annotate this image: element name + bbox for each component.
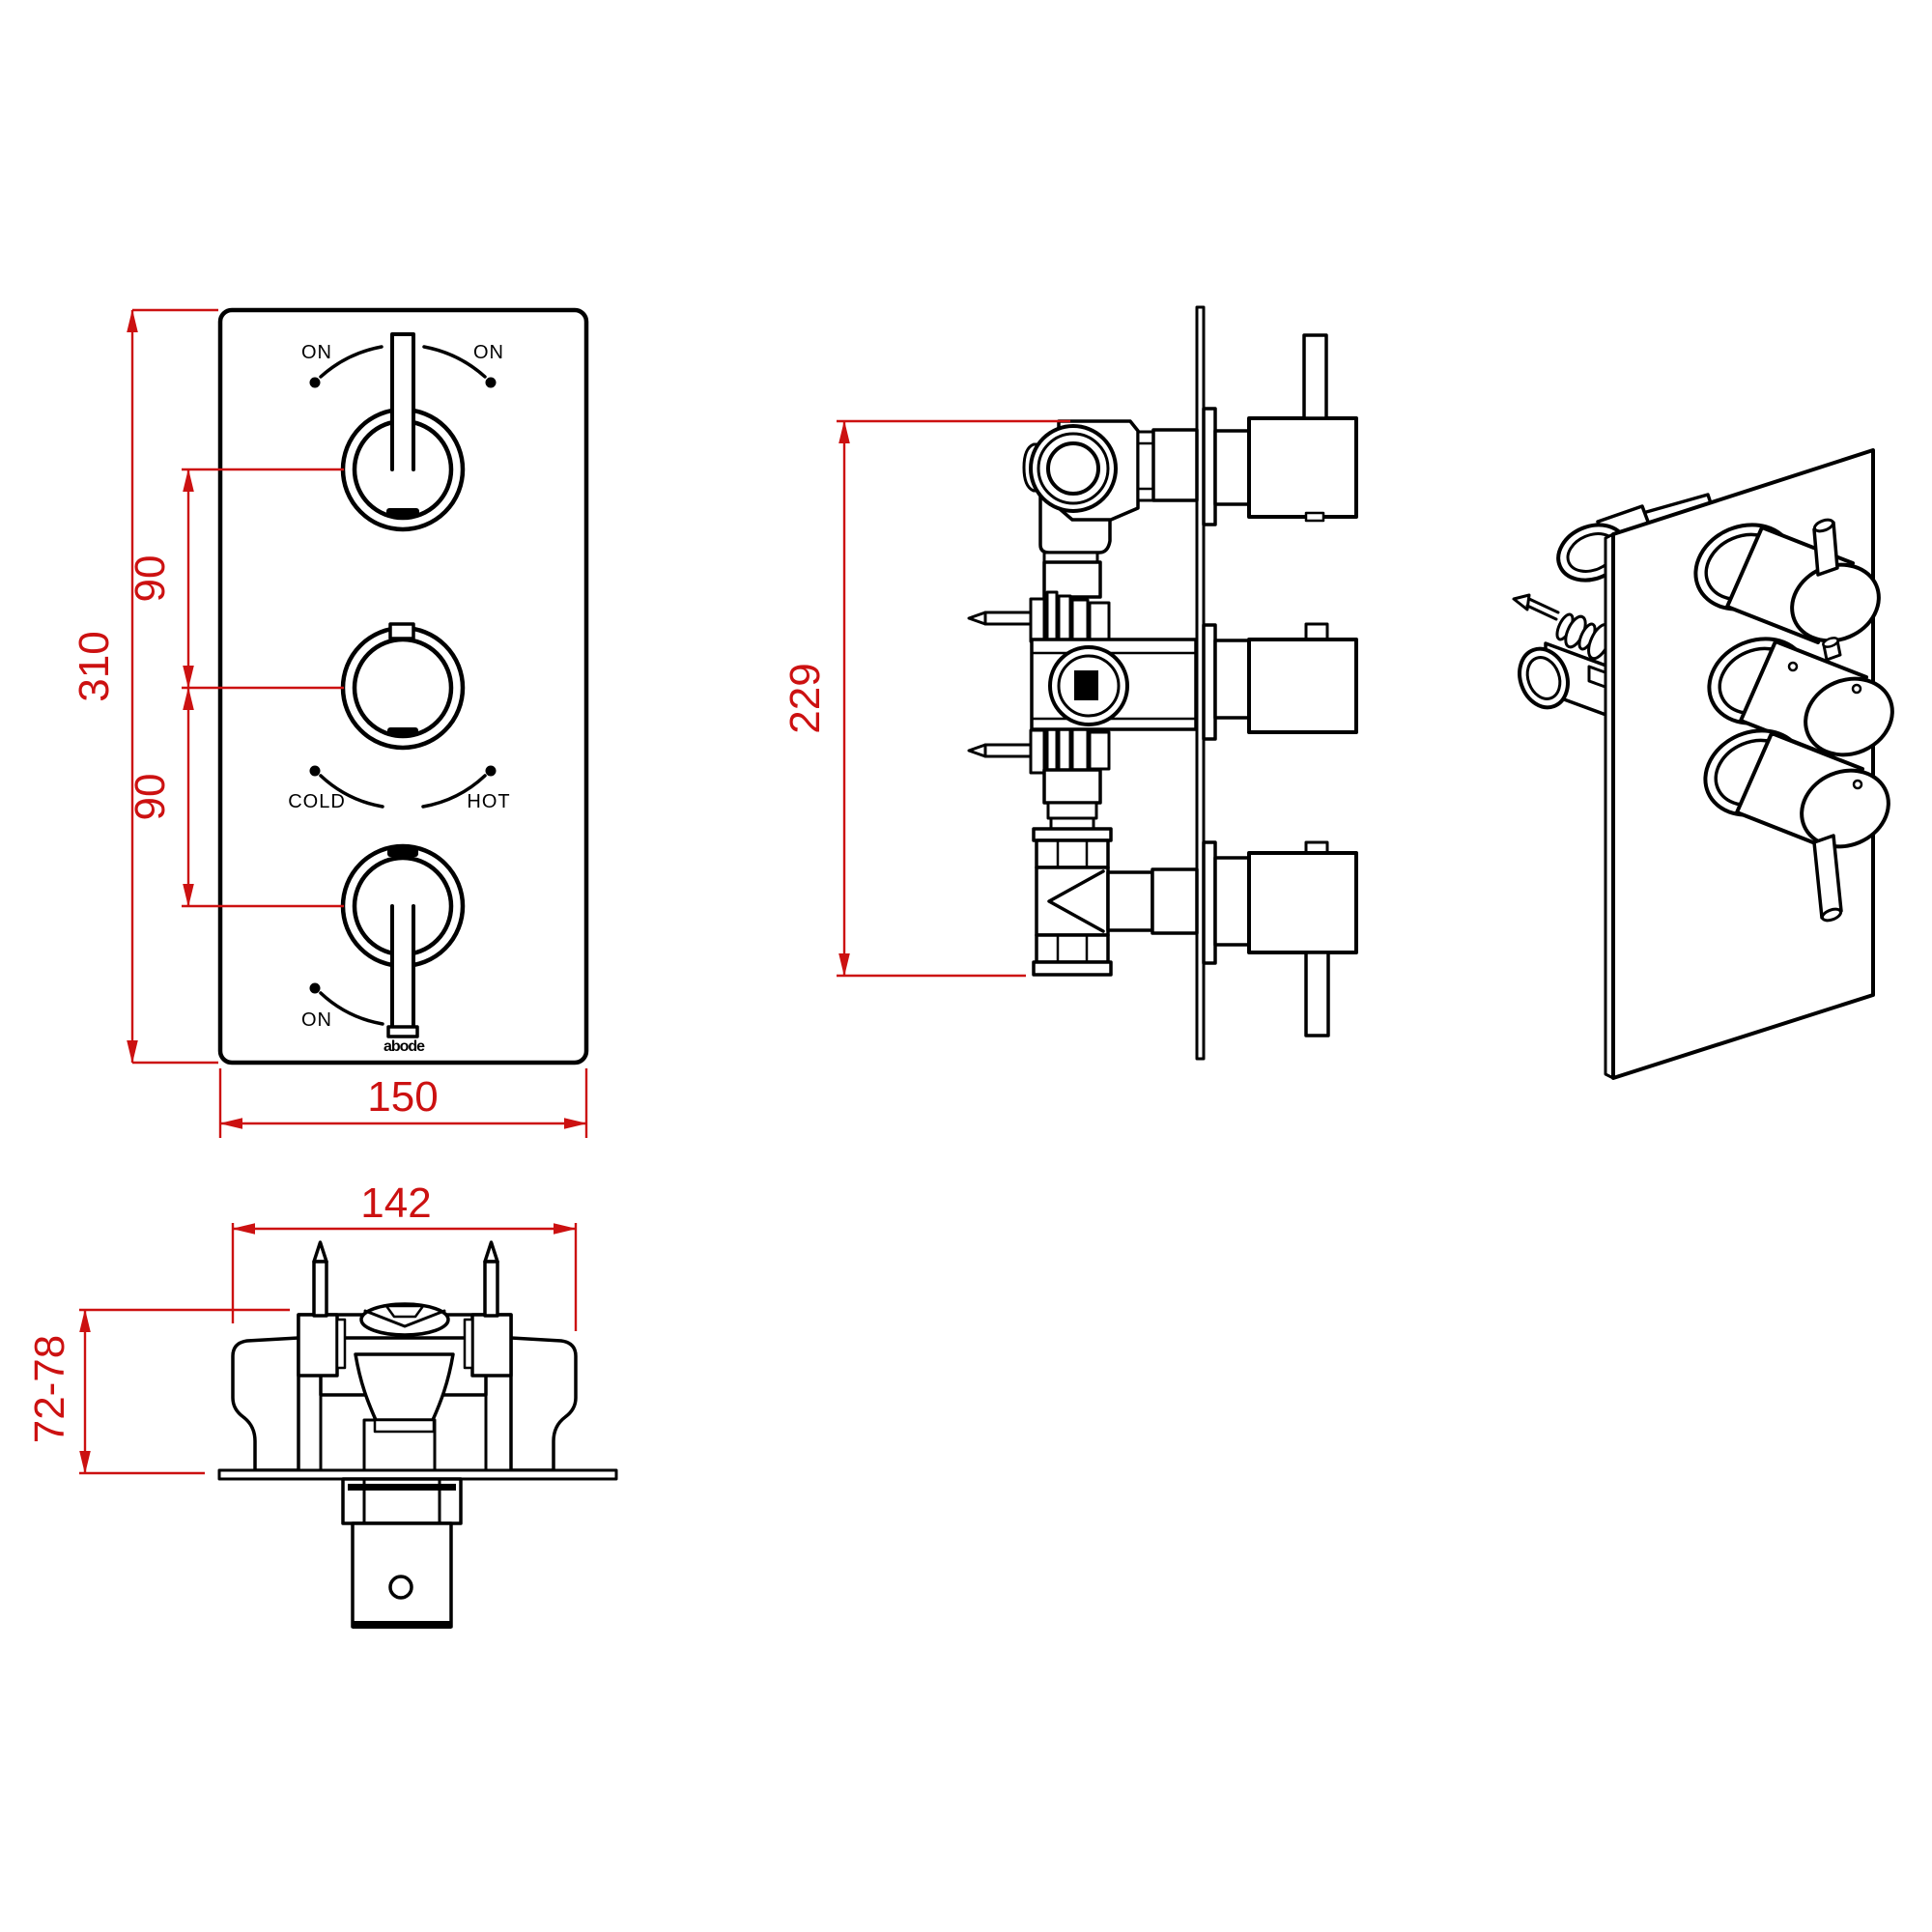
side-bottom-handle <box>1202 840 1358 1037</box>
bottom-on-arc <box>319 991 384 1026</box>
dim-72-78-label: 72-78 <box>26 1335 73 1444</box>
side-middle-handle <box>1202 622 1358 741</box>
middle-knob <box>340 622 466 751</box>
side-top-handle <box>1202 333 1358 526</box>
top-knob <box>340 332 466 532</box>
side-view: 229 <box>781 305 1358 1061</box>
top-knob-handle <box>390 332 415 471</box>
side-top-valve <box>1022 419 1199 599</box>
dim-142-label: 142 <box>360 1179 431 1227</box>
top-right-arc <box>422 345 487 379</box>
label-on-top-left: ON <box>301 342 332 363</box>
label-cold: COLD <box>288 791 346 812</box>
plan-view: 142 72-78 <box>26 1179 618 1629</box>
side-lower-pipework <box>1032 768 1199 977</box>
side-middle-valve <box>1030 638 1198 731</box>
plan-outlet-hole <box>388 1575 413 1600</box>
side-dimensions: 229 <box>781 419 1070 978</box>
front-view: ON ON COLD HOT abode ON <box>71 307 589 1138</box>
label-on-bottom: ON <box>301 1009 332 1031</box>
plan-left-pin <box>312 1240 328 1318</box>
perspective-view <box>1512 448 1894 1080</box>
label-hot: HOT <box>467 791 510 812</box>
dim-90-lower-label: 90 <box>127 774 174 821</box>
label-on-top-right: ON <box>473 342 504 363</box>
dim-90-upper-label: 90 <box>127 555 174 603</box>
top-left-stop-dot <box>309 377 321 388</box>
persp-screw-tip <box>1512 593 1531 611</box>
front-dimensions: 310 90 90 150 <box>71 308 588 1138</box>
bottom-knob: abode <box>340 843 466 1055</box>
bottom-handle-foot <box>386 1025 419 1038</box>
hot-arc <box>421 774 487 809</box>
hot-dot <box>485 765 497 777</box>
persp-bottom-knob <box>1703 728 1890 923</box>
top-left-arc <box>319 345 384 379</box>
plan-right-wing <box>509 1336 578 1472</box>
plan-dimensions: 142 72-78 <box>26 1179 578 1475</box>
plan-bowtie <box>359 1302 450 1337</box>
middle-knob-tab <box>388 622 415 640</box>
cold-dot <box>309 765 321 777</box>
plan-right-pin <box>483 1240 499 1318</box>
plan-left-wing <box>231 1336 300 1472</box>
dim-150-label: 150 <box>367 1073 438 1121</box>
bottom-on-dot <box>309 982 321 994</box>
dim-310-label: 310 <box>71 631 118 701</box>
persp-top-knob <box>1693 518 1881 644</box>
cold-arc <box>319 774 384 809</box>
dim-229-label: 229 <box>781 663 829 733</box>
brand-logo: abode <box>384 1038 425 1055</box>
top-right-stop-dot <box>485 377 497 388</box>
plan-cartridge-dome <box>354 1352 455 1422</box>
